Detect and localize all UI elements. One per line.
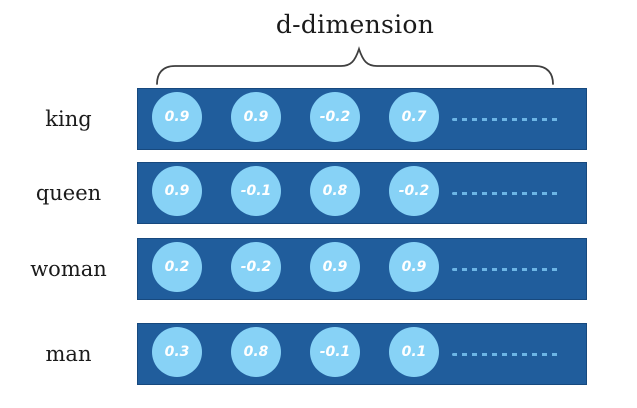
embedding-value: -0.2 [389, 166, 439, 216]
word-label: man [45, 342, 92, 366]
embedding-vector: 0.2 -0.2 0.9 0.9 [137, 238, 587, 300]
embedding-vector: 0.9 -0.1 0.8 -0.2 [137, 162, 587, 224]
embedding-value: -0.2 [231, 242, 281, 292]
embedding-value: 0.8 [310, 166, 360, 216]
embedding-value: 0.2 [152, 242, 202, 292]
embedding-row-woman: woman 0.2 -0.2 0.9 0.9 [0, 238, 637, 300]
embedding-vector: 0.3 0.8 -0.1 0.1 [137, 323, 587, 385]
word-label: woman [30, 257, 107, 281]
word-label: king [45, 107, 92, 131]
embedding-value: 0.9 [389, 242, 439, 292]
embedding-value: 0.9 [152, 166, 202, 216]
embedding-value: -0.1 [231, 166, 281, 216]
ellipsis-dots-icon [452, 191, 560, 195]
embedding-vector: 0.9 0.9 -0.2 0.7 [137, 88, 587, 150]
embedding-value: 0.9 [152, 92, 202, 142]
embedding-value: 0.7 [389, 92, 439, 142]
dimension-brace-icon [156, 46, 554, 85]
embedding-row-man: man 0.3 0.8 -0.1 0.1 [0, 323, 637, 385]
dimension-title: d-dimension [275, 10, 435, 39]
embedding-row-king: king 0.9 0.9 -0.2 0.7 [0, 88, 637, 150]
ellipsis-dots-icon [452, 117, 560, 121]
ellipsis-dots-icon [452, 267, 560, 271]
embedding-value: 0.9 [310, 242, 360, 292]
embedding-value: 0.8 [231, 327, 281, 377]
embedding-value: -0.2 [310, 92, 360, 142]
embedding-value: 0.9 [231, 92, 281, 142]
ellipsis-dots-icon [452, 352, 560, 356]
embedding-value: -0.1 [310, 327, 360, 377]
embedding-value: 0.3 [152, 327, 202, 377]
word-label: queen [35, 181, 102, 205]
embedding-row-queen: queen 0.9 -0.1 0.8 -0.2 [0, 162, 637, 224]
embedding-value: 0.1 [389, 327, 439, 377]
